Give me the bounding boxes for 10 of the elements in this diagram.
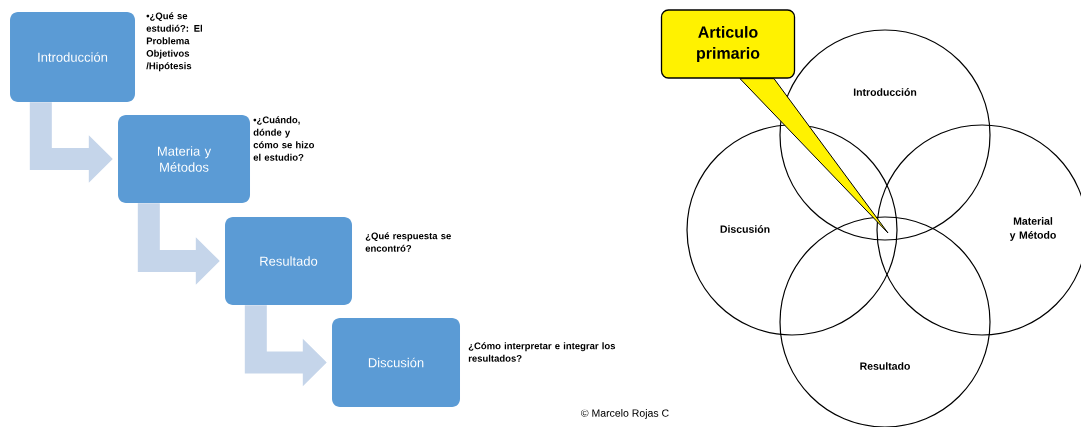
process-box: Materia y Métodos <box>118 115 250 203</box>
copyright-note: © Marcelo Rojas C <box>581 409 669 419</box>
bullet-text: ¿Cómo interpretar e integrar los resultados? <box>468 342 616 362</box>
bullet-text: •¿Qué se estudió?: El Problema Objetivos /Hipótesis <box>146 12 202 72</box>
process-box: Discusión <box>332 318 460 407</box>
bullet-text: •¿Cuándo, dónde y cómo se hizo el estudio? <box>253 116 315 161</box>
callout-box: Articulo primario <box>660 9 796 79</box>
process-box: Resultado <box>225 217 352 305</box>
bullet-text: ¿Qué respuesta se encontró? <box>365 232 451 252</box>
process-box: Introducción <box>10 12 135 102</box>
